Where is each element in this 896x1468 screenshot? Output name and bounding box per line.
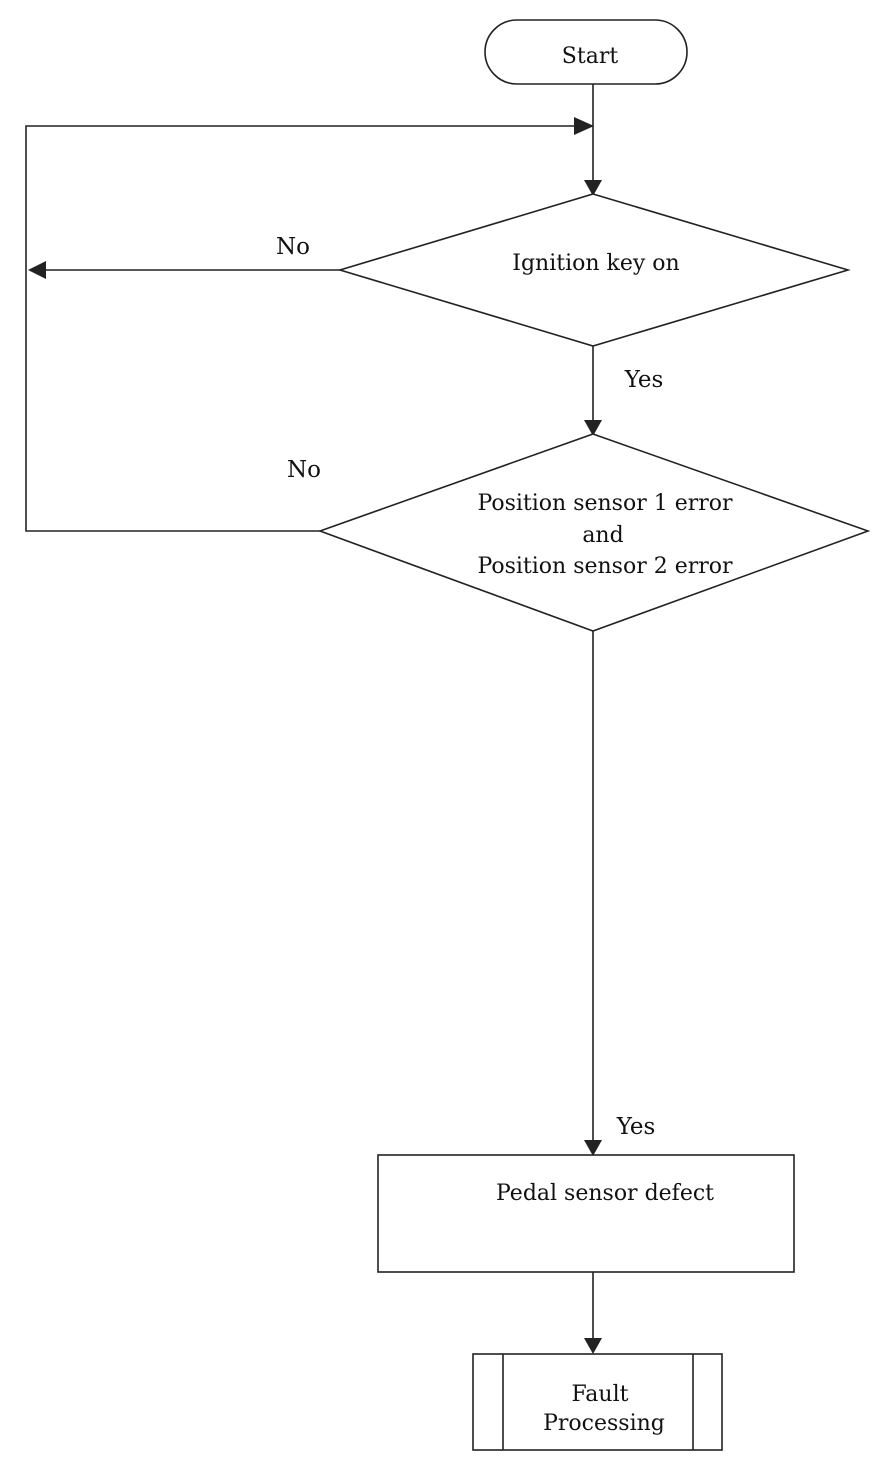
sensor-label-line2: and [582,523,623,548]
ignition-label: Ignition key on [512,251,679,276]
fault-processing-node: Fault Processing [472,1353,723,1451]
arrowhead-ignition-top [584,180,602,196]
fault-label-line1: Fault [572,1382,629,1407]
arrowhead-sensor-top [584,420,602,436]
ignition-decision-node: Ignition key on [337,193,851,347]
defect-process-node: Pedal sensor defect [377,1154,795,1273]
ignition-yes-label: Yes [624,367,664,393]
defect-label: Pedal sensor defect [496,1181,714,1206]
fault-label-line2: Processing [543,1411,665,1436]
arrowhead-defect-top [584,1140,602,1156]
sensor-yes-label: Yes [616,1114,656,1140]
loop-back-arrowhead [574,117,594,135]
sensor-label-line3: Position sensor 2 error [477,554,733,579]
ignition-no-label: No [276,234,310,260]
start-node: Start [484,19,688,85]
sensor-label-line1: Position sensor 1 error [477,491,733,516]
sensor-no-label: No [287,457,321,483]
start-label: Start [562,44,619,69]
arrowhead-fault-top [584,1338,602,1354]
sensor-decision-node: Position sensor 1 error and Position sen… [317,433,871,632]
loop-back-line [25,125,578,532]
arrowhead-ignition-no [28,261,46,279]
